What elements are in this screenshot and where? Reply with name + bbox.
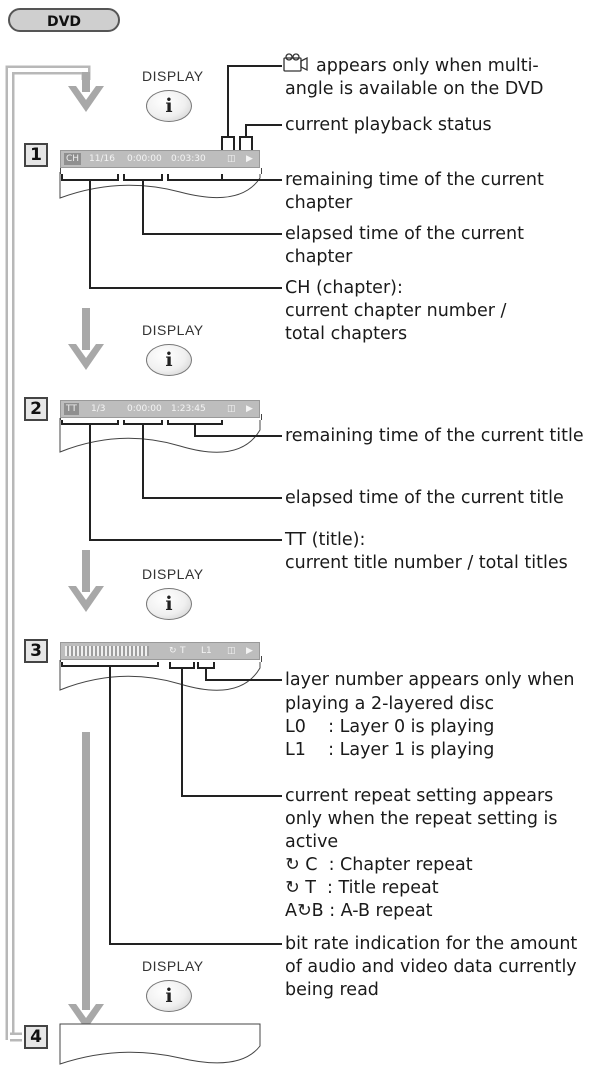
info-icon: i — [165, 349, 173, 371]
angle-icon: ◫ — [227, 646, 236, 656]
down-arrow-3 — [68, 550, 104, 612]
title-elapsed: 0:00:00 — [127, 404, 162, 414]
layer-value: L1 — [201, 646, 212, 656]
note-angle-2: angle is available on the DVD — [285, 79, 544, 99]
note-title-remaining: remaining time of the current title — [285, 426, 584, 446]
note-layer-4: L1 : Layer 1 is playing — [285, 740, 495, 760]
angle-icon: ◫ — [227, 154, 236, 164]
info-button-1: i — [146, 90, 192, 122]
note-status: current playback status — [285, 115, 492, 135]
note-chapter-1: CH (chapter): — [285, 278, 403, 298]
info-button-2: i — [146, 344, 192, 376]
note-title-elapsed: elapsed time of the current title — [285, 488, 564, 508]
note-repeat-3: active — [285, 832, 339, 852]
down-arrow-4 — [68, 732, 104, 1030]
info-icon: i — [165, 593, 173, 615]
step-number-1: 1 — [24, 143, 48, 167]
note-layer-3: L0 : Layer 0 is playing — [285, 717, 495, 737]
note-chapter-remaining-2: chapter — [285, 193, 353, 213]
repeat-icon: ↻ — [169, 646, 177, 656]
loop-line — [5, 65, 91, 1040]
step-number-3: 3 — [24, 639, 48, 663]
title-remaining: 1:23:45 — [171, 404, 206, 414]
note-bitrate-3: being read — [285, 980, 379, 1000]
info-icon: i — [165, 985, 173, 1007]
step-number-4: 4 — [24, 1025, 48, 1049]
note-title-2: current title number / total titles — [285, 553, 568, 573]
display-label-1: DISPLAY — [142, 68, 204, 84]
note-repeat-6: A↻B : A-B repeat — [285, 901, 433, 921]
bitrate-meter — [65, 646, 149, 656]
title-count: 1/3 — [91, 404, 106, 414]
note-repeat-5: ↻ T : Title repeat — [285, 878, 439, 898]
note-chapter-remaining-1: remaining time of the current — [285, 170, 544, 190]
chapter-remaining: 0:03:30 — [171, 154, 206, 164]
note-title-1: TT (title): — [285, 530, 366, 550]
screen-4-edge — [59, 1023, 261, 1065]
note-layer-2: playing a 2-layered disc — [285, 694, 495, 714]
chapter-tag: CH — [64, 153, 82, 165]
play-status-icon: ▶ — [246, 404, 253, 414]
dvd-badge: DVD — [8, 8, 120, 32]
screen-1 — [60, 168, 262, 174]
note-repeat-1: current repeat setting appears — [285, 786, 554, 806]
title-tag: TT — [64, 403, 79, 415]
step-number-2: 2 — [24, 397, 48, 421]
display-label-4: DISPLAY — [142, 958, 204, 974]
note-repeat-2: only when the repeat setting is — [285, 809, 558, 829]
down-arrow-2 — [68, 308, 104, 370]
angle-icon: ◫ — [227, 404, 236, 414]
camera-icon — [283, 53, 308, 72]
chapter-count: 11/16 — [89, 154, 115, 164]
loop-line-inner — [8, 68, 88, 1040]
note-bitrate-1: bit rate indication for the amount — [285, 934, 578, 954]
note-angle: appears only when multi- — [316, 56, 539, 76]
note-layer-1: layer number appears only when — [285, 670, 575, 690]
display-label-3: DISPLAY — [142, 566, 204, 582]
note-bitrate-2: of audio and video data currently — [285, 957, 577, 977]
osd-bar-bitrate: ↻ T L1 ◫ ▶ — [60, 642, 260, 660]
note-chapter-2: current chapter number / — [285, 301, 507, 321]
chapter-elapsed: 0:00:00 — [127, 154, 162, 164]
screen-3-edge — [59, 660, 261, 691]
info-button-3: i — [146, 588, 192, 620]
note-repeat-4: ↻ C : Chapter repeat — [285, 855, 473, 875]
note-chapter-elapsed-1: elapsed time of the current — [285, 224, 524, 244]
note-chapter-elapsed-2: chapter — [285, 247, 353, 267]
osd-bar-chapter: CH 11/16 0:00:00 0:03:30 ◫ ▶ — [60, 150, 260, 168]
display-label-2: DISPLAY — [142, 322, 204, 338]
info-icon: i — [165, 95, 173, 117]
play-status-icon: ▶ — [246, 646, 253, 656]
repeat-value: T — [180, 646, 186, 656]
screen-1-edge — [59, 172, 261, 199]
osd-bar-title: TT 1/3 0:00:00 1:23:45 ◫ ▶ — [60, 400, 260, 418]
play-status-icon: ▶ — [246, 154, 253, 164]
screen-2-edge — [59, 418, 261, 453]
note-chapter-3: total chapters — [285, 324, 408, 344]
info-button-4: i — [146, 980, 192, 1012]
down-arrow-1 — [68, 72, 104, 112]
